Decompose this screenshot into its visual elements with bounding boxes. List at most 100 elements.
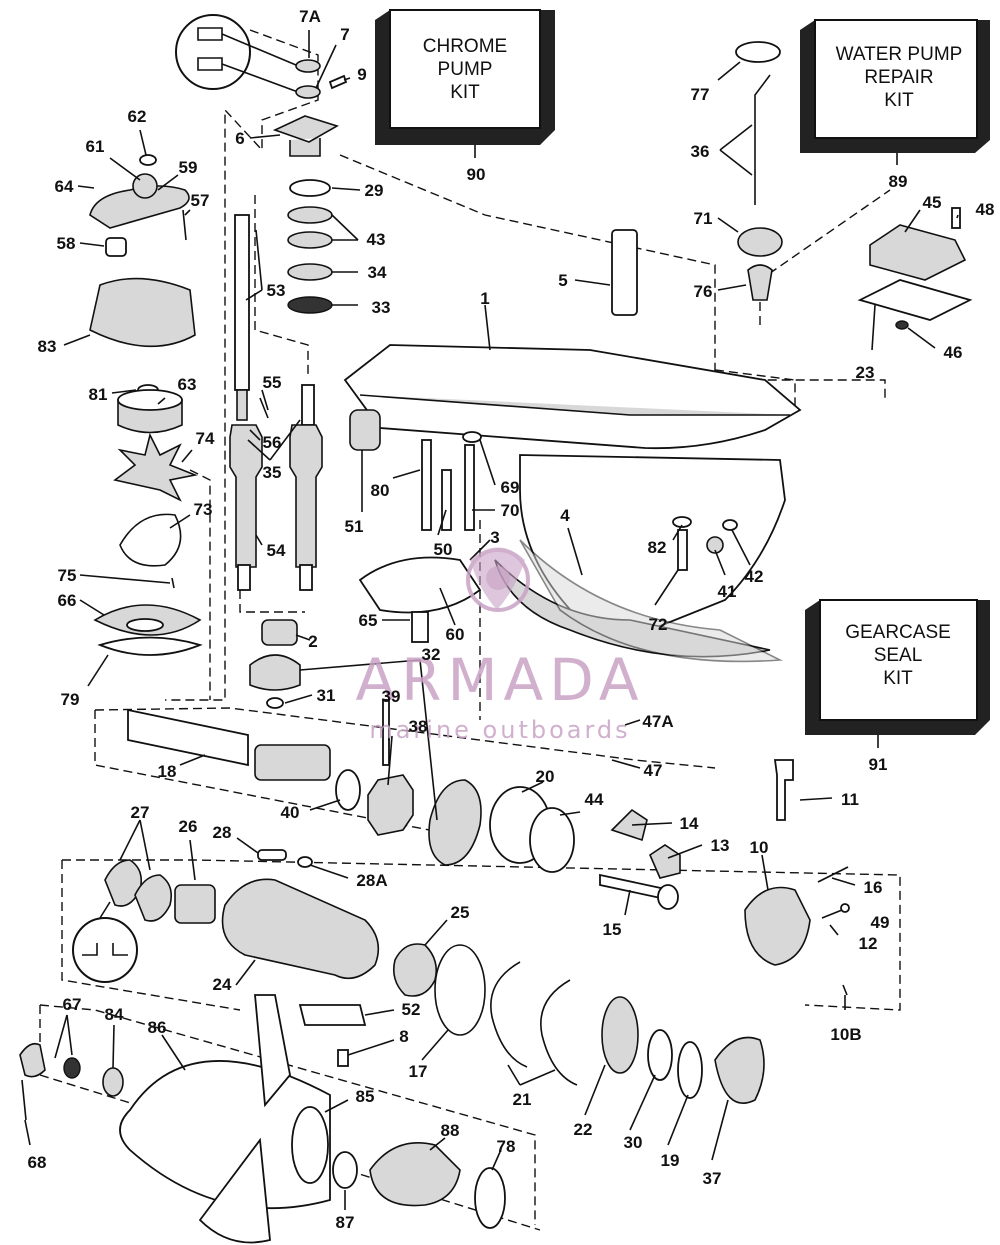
part-label: 44 [585,790,604,809]
seal-kit-number: 91 [869,755,888,774]
part-label: 30 [624,1133,643,1152]
part-label: 13 [711,836,730,855]
part-label: 85 [356,1087,375,1106]
part-label: 79 [61,690,80,709]
part-label: 69 [501,478,520,497]
part-label: 68 [28,1153,47,1172]
part-label: 22 [574,1120,593,1139]
part-label: 12 [859,934,878,953]
part-label: 65 [359,611,378,630]
part-label: 1 [480,289,489,308]
part-label: 74 [196,429,215,448]
part-label: 3 [490,528,499,547]
part-label: 63 [178,375,197,394]
part-label: 55 [263,373,282,392]
part-label: 70 [501,501,520,520]
part-label: 28 [213,823,232,842]
part-label: 6 [235,129,244,148]
part-label: 10 [750,838,769,857]
part-label: 11 [841,790,859,809]
part-label: 78 [497,1137,516,1156]
part-label: 56 [263,433,282,452]
part-label: 14 [680,814,699,833]
part-label: 31 [317,686,336,705]
part-label: 17 [409,1062,428,1081]
armada-watermark: ARMADA marine outboards [355,547,644,744]
chrome-kit-line-1: CHROME [423,36,507,57]
drive-shafts [229,214,323,709]
part-label: 49 [871,913,890,932]
part-label: 81 [89,385,108,404]
part-label: 61 [86,137,105,156]
upper-right-parts [735,41,973,330]
part-label: 43 [367,230,386,249]
part-label: 75 [58,566,77,585]
chrome-kit-number: 90 [467,165,486,184]
part-label: 58 [57,234,76,253]
part-label: 71 [694,209,713,228]
part-label: 45 [923,193,942,212]
part-label: 36 [691,142,710,161]
water-kit-line-1: WATER PUMP [836,44,963,65]
part-label: 80 [371,481,390,500]
part-label: 50 [434,540,453,559]
part-label: 2 [308,632,317,651]
part-label: 59 [179,158,198,177]
part-label: 29 [365,181,384,200]
part-label: 42 [745,567,764,586]
part-label: 57 [191,191,210,210]
part-label: 40 [281,803,300,822]
gearcase-housing [343,229,802,663]
part-label: 51 [345,517,364,536]
part-label: 5 [558,271,567,290]
watermark-tagline: marine outboards [369,716,630,744]
part-label: 47A [642,712,673,731]
part-label: 28A [356,871,387,890]
part-label: 7A [299,7,321,26]
water-kit-line-2: REPAIR [864,67,933,88]
part-label: 72 [649,615,668,634]
part-label: 53 [267,281,286,300]
part-label: 73 [194,500,213,519]
part-label: 52 [402,1000,421,1019]
part-label: 9 [357,65,366,84]
water-pump-repair-kit-box: WATER PUMP REPAIR KIT 89 [800,19,990,191]
part-label: 26 [179,817,198,836]
part-label: 39 [382,687,401,706]
part-label: 33 [372,298,391,317]
propeller-assembly [19,994,506,1244]
part-label: 60 [446,625,465,644]
part-label: 16 [864,878,883,897]
part-label: 34 [368,263,387,282]
part-label: 86 [148,1018,167,1037]
part-label: 20 [536,767,555,786]
part-label: 8 [399,1027,408,1046]
part-label: 46 [944,343,963,362]
seal-kit-line-1: GEARCASE [845,622,951,643]
part-label: 62 [128,107,147,126]
part-label: 25 [451,903,470,922]
leader-lines [24,30,959,1210]
part-label: 82 [648,538,667,557]
part-label: 76 [694,282,713,301]
part-label: 21 [513,1090,532,1109]
part-label: 27 [131,803,150,822]
part-label: 87 [336,1213,355,1232]
part-label: 38 [409,717,428,736]
gearcase-seal-kit-box: GEARCASE SEAL KIT 91 [805,599,990,774]
chrome-kit-line-2: PUMP [438,59,493,80]
part-label: 47 [644,761,663,780]
shift-components [599,759,850,996]
part-label: 24 [213,975,232,994]
part-label: 54 [267,541,286,560]
part-label: 64 [55,177,74,196]
seal-detail-callout [175,14,299,93]
part-label: 15 [603,920,622,939]
watermark-brand: ARMADA [355,646,644,714]
seal-kit-line-3: KIT [883,668,913,689]
part-label: 10B [830,1025,861,1044]
part-label: 77 [691,85,710,104]
part-number-labels: 7A 7 9 6 29 43 34 33 62 61 59 64 57 58 8… [28,7,995,1232]
part-label: 35 [263,463,282,482]
